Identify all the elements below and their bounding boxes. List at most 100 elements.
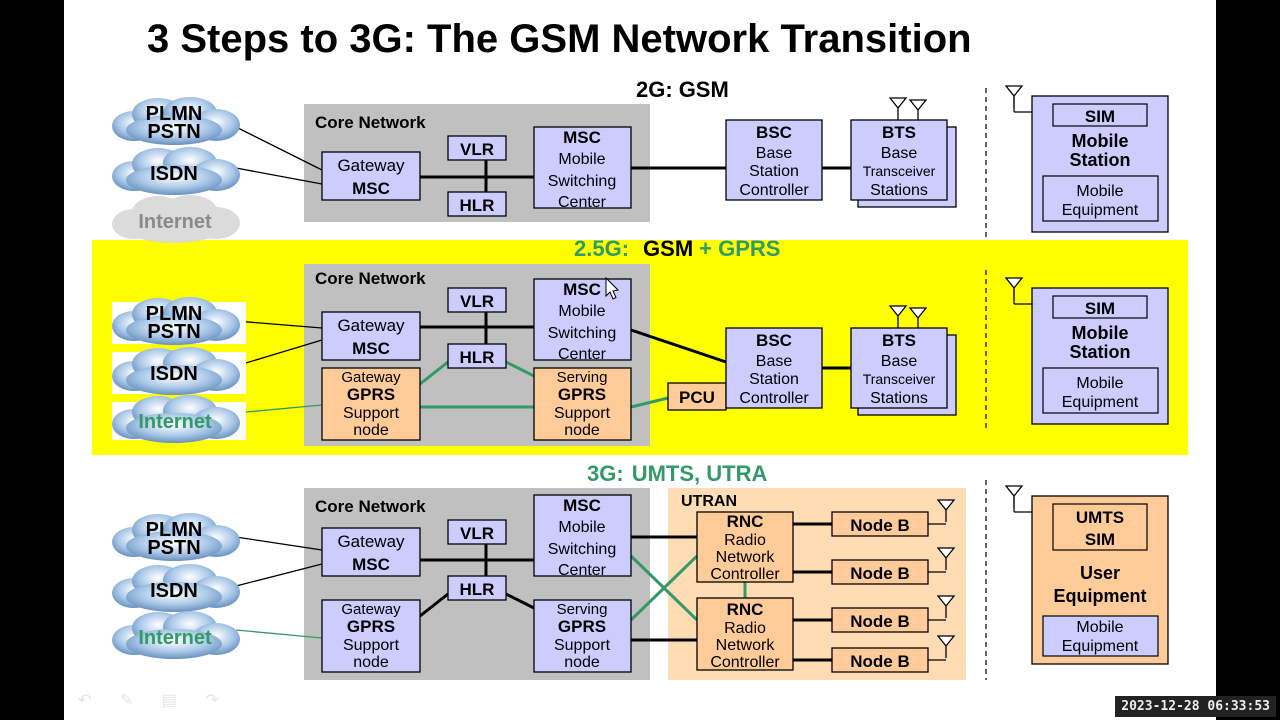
gateway-gprs-node-3g xyxy=(321,599,421,673)
cloud-internet-label-inactive: Internet xyxy=(138,211,212,233)
node-text: Network xyxy=(716,637,776,654)
rnc-1 xyxy=(696,511,794,583)
mobile-equipment-2g xyxy=(1042,175,1159,222)
vlr-25g xyxy=(447,287,507,313)
rnc-2 xyxy=(696,597,794,671)
node-text: Base xyxy=(756,145,793,162)
node-text: HLR xyxy=(460,196,495,215)
node-text: MSC xyxy=(352,555,390,574)
cloud-isdn-label: ISDN xyxy=(150,163,198,185)
node-text: SIM xyxy=(1085,299,1115,318)
node-text: GPRS xyxy=(558,385,606,404)
node-text: Base xyxy=(881,353,918,370)
slide: 3 Steps to 3G: The GSM Network Transitio… xyxy=(64,0,1216,720)
node-text: Radio xyxy=(724,532,766,549)
hlr-3g xyxy=(447,575,507,601)
node-text: Mobile xyxy=(1076,619,1123,636)
presenter-toolbar-icons[interactable]: ↶ ✎ ▤ ↷ xyxy=(78,692,231,709)
node-text: node xyxy=(564,422,600,439)
node-text: Support xyxy=(343,637,400,654)
antenna-icon xyxy=(889,97,907,121)
node-text: BSC xyxy=(756,123,792,142)
bsc-25g xyxy=(725,327,823,409)
core-network-label: Core Network xyxy=(315,269,426,288)
node-text: Support xyxy=(554,405,611,422)
bts-25g xyxy=(850,327,948,409)
node-text: Transceiver xyxy=(863,371,936,387)
gateway-msc-25g xyxy=(321,311,421,361)
node-b-3 xyxy=(831,607,929,633)
hlr-2g xyxy=(447,191,507,217)
node-text: Mobile xyxy=(1076,375,1123,392)
heading-2g: 2G:GSM xyxy=(636,77,729,102)
gateway-msc-3g xyxy=(321,527,421,577)
sim-2g xyxy=(1052,103,1148,127)
node-text: Serving xyxy=(557,369,608,386)
node-text: Center xyxy=(558,194,607,211)
cloud-pstn-label: PSTN xyxy=(147,321,200,343)
mouse-pointer-icon xyxy=(605,276,620,300)
node-text: Gateway xyxy=(341,369,401,386)
node-text: Node B xyxy=(850,564,910,583)
node-text: RNC xyxy=(727,512,764,531)
node-text: GPRS xyxy=(347,385,395,404)
node-text: Support xyxy=(343,405,400,422)
bsc-2g xyxy=(725,119,823,201)
cloud-plmn-label: PLMN xyxy=(146,303,203,325)
section-25g: Core Network PLMN PSTN ISDN Internet Gat… xyxy=(112,264,1169,446)
sim-25g xyxy=(1052,295,1148,319)
node-text: Switching xyxy=(548,541,616,558)
node-text: Center xyxy=(558,562,607,579)
node-b-2 xyxy=(831,559,929,585)
node-text: Station xyxy=(1070,150,1131,170)
node-text: GPRS xyxy=(558,617,606,636)
node-text: node xyxy=(353,654,389,671)
cloud-plmn-label: PLMN xyxy=(146,519,203,541)
node-text: BTS xyxy=(882,331,916,350)
node-text: User xyxy=(1080,563,1120,583)
core-network-label: Core Network xyxy=(315,497,426,516)
node-text: MSC xyxy=(352,179,390,198)
node-text: Station xyxy=(1070,342,1131,362)
node-text: HLR xyxy=(460,348,495,367)
node-text: Mobile xyxy=(1072,323,1129,343)
heading-25g: 2.5G:GSM+ GPRS xyxy=(574,236,780,261)
node-text: UMTS xyxy=(1076,508,1124,527)
node-text: Controller xyxy=(710,566,780,583)
node-text: MSC xyxy=(563,280,601,299)
node-text: Switching xyxy=(548,173,616,190)
node-text: Base xyxy=(756,353,793,370)
pcu-25g xyxy=(667,382,727,411)
node-text: Mobile xyxy=(558,519,605,536)
node-text: SIM xyxy=(1085,530,1115,549)
node-text: GPRS xyxy=(347,617,395,636)
node-text: Stations xyxy=(870,182,928,199)
node-text: BSC xyxy=(756,331,792,350)
node-text: MSC xyxy=(563,496,601,515)
msc-3g xyxy=(533,494,632,577)
node-text: Gateway xyxy=(337,156,405,175)
slide-title: 3 Steps to 3G: The GSM Network Transitio… xyxy=(147,17,972,61)
antenna-icon xyxy=(1005,85,1023,109)
cloud-internet-label: Internet xyxy=(138,411,212,433)
vlr-3g xyxy=(447,519,507,545)
serving-gprs-node-25g xyxy=(533,367,632,441)
umts-sim xyxy=(1052,503,1148,551)
node-text: Mobile xyxy=(1072,131,1129,151)
node-text: Controller xyxy=(739,390,809,407)
node-text: Mobile xyxy=(1076,183,1123,200)
node-text: Station xyxy=(749,163,799,180)
node-text: Equipment xyxy=(1054,586,1147,606)
node-text: Controller xyxy=(739,182,809,199)
node-text: Equipment xyxy=(1062,202,1139,219)
hlr-25g xyxy=(447,343,507,369)
mobile-equipment-25g xyxy=(1042,367,1159,414)
node-text: Radio xyxy=(724,620,766,637)
antenna-icon xyxy=(909,99,927,123)
cloud-isdn-label: ISDN xyxy=(150,363,198,385)
node-text: Gateway xyxy=(337,532,405,551)
serving-gprs-node-3g xyxy=(533,599,632,673)
node-text: BTS xyxy=(882,123,916,142)
node-text: Switching xyxy=(548,325,616,342)
node-text: Gateway xyxy=(341,601,401,618)
